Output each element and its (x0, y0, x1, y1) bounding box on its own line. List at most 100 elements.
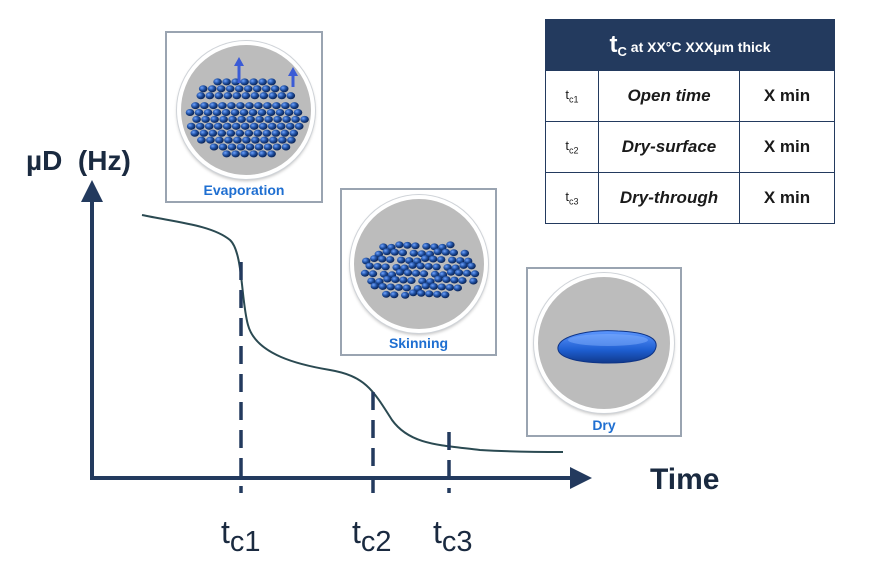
particle (425, 290, 434, 298)
particle (382, 248, 391, 256)
particle (241, 92, 251, 100)
particle (370, 282, 379, 290)
marker-label-tc3: tc3 (433, 514, 473, 558)
particle (206, 136, 215, 144)
particle (236, 143, 246, 151)
marker-label-tc1: tc1 (221, 514, 261, 558)
particle (204, 122, 214, 130)
particle (186, 122, 196, 130)
particle (272, 102, 281, 110)
particle (433, 248, 442, 256)
particle (198, 85, 208, 93)
particle (231, 122, 241, 130)
particles-icon (360, 241, 480, 299)
particle (218, 143, 228, 151)
table-title: tC at XX°C XXXµm thick (545, 19, 835, 71)
particle (282, 115, 291, 123)
particle (446, 241, 455, 249)
particle (212, 108, 222, 117)
particle (293, 108, 303, 117)
particle (397, 256, 406, 264)
particle (407, 277, 416, 285)
particle (280, 129, 290, 137)
particle (263, 102, 272, 110)
particle (233, 136, 242, 144)
particle (360, 269, 370, 277)
particle (235, 129, 245, 137)
particle (213, 78, 222, 86)
particle (429, 283, 438, 290)
particle (250, 92, 260, 100)
particle (248, 108, 258, 117)
particle (226, 129, 236, 137)
table-header-row: tC at XX°C XXXµm thick (545, 19, 835, 71)
particle (401, 291, 410, 299)
particle (217, 129, 227, 137)
particle (291, 115, 300, 123)
particle (287, 136, 296, 144)
particle (368, 270, 378, 278)
stage-skinning-panel: Skinning (340, 188, 497, 356)
evaporation-disc (177, 41, 315, 179)
x-axis-arrow-icon (570, 467, 592, 489)
stage-dry-panel: Dry (526, 267, 682, 437)
particle (442, 276, 451, 284)
particle (210, 115, 219, 123)
particle (207, 85, 217, 93)
stage-evaporation-panel: Evaporation (165, 31, 323, 203)
particle (365, 262, 374, 270)
particle (264, 115, 273, 123)
particle (239, 108, 249, 117)
particle (449, 249, 458, 257)
particle (258, 122, 268, 130)
particle (214, 92, 224, 100)
particle (395, 268, 405, 276)
particle (245, 143, 255, 151)
skinning-disc (350, 195, 488, 333)
particle (399, 276, 408, 284)
particle (240, 150, 249, 158)
particle (209, 143, 219, 151)
particle (409, 289, 418, 297)
particle (249, 150, 258, 158)
particle (446, 268, 456, 276)
particle (267, 122, 277, 130)
particle (192, 115, 201, 123)
particle (383, 275, 392, 283)
particle (185, 108, 195, 117)
row-value: X min (739, 172, 835, 224)
particle (409, 249, 418, 257)
particle (441, 291, 450, 299)
particle (237, 115, 246, 123)
particle (267, 78, 276, 86)
particle (215, 136, 224, 144)
stage-label-evaporation: Evaporation (203, 182, 285, 198)
particle (258, 150, 267, 158)
particle (209, 102, 218, 110)
particle (197, 136, 206, 144)
particle (390, 291, 399, 299)
particle (191, 102, 200, 110)
table-row: tc2 Dry-surface X min (545, 121, 835, 173)
particle (432, 263, 441, 271)
particle (285, 122, 295, 130)
particle (370, 255, 379, 262)
row-description: Dry-through (598, 172, 740, 224)
particle (251, 136, 260, 144)
particle (284, 108, 294, 117)
marker-label-tc2: tc2 (352, 514, 392, 558)
particle (232, 92, 242, 100)
cure-times-table: tC at XX°C XXXµm thick tc1 Open time X m… (545, 19, 835, 224)
particle (275, 108, 285, 117)
particle (246, 115, 255, 123)
particle (421, 282, 430, 290)
particle (437, 283, 446, 291)
particle (391, 276, 400, 284)
particle (199, 129, 209, 137)
particle (240, 78, 249, 86)
particle (269, 136, 278, 144)
particle (227, 102, 236, 110)
particle (279, 85, 289, 93)
particle (462, 269, 472, 277)
particle (469, 277, 478, 285)
